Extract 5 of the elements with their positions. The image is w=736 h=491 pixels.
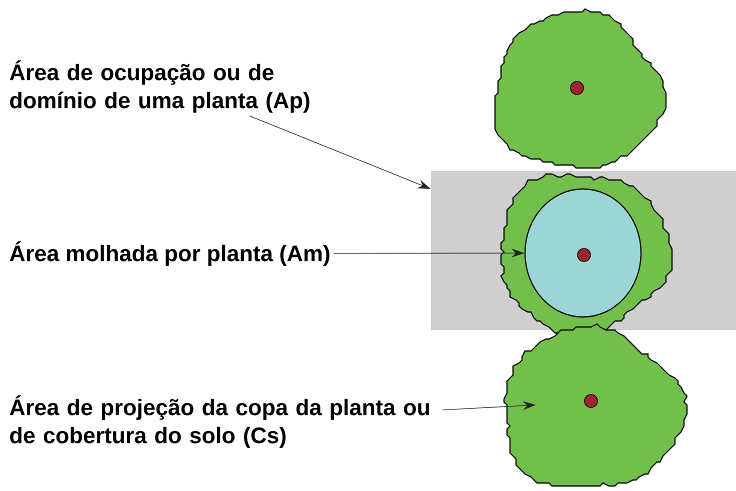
callout-text: Área de ocupação ou de domínio de uma planta (Ap) xyxy=(10,60,310,113)
wetted-area-ellipse xyxy=(524,188,642,318)
canopy-blob xyxy=(503,323,688,487)
callout-text: Área molhada por planta (Am) xyxy=(10,241,330,266)
callout-text: Área de projeção da copa da planta ou de cobertura do solo (Cs) xyxy=(10,395,430,448)
